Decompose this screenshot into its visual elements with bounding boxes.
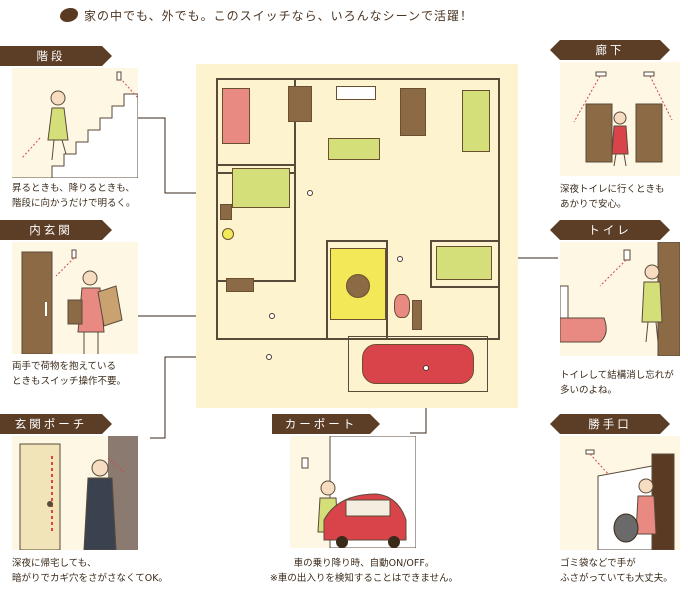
caption-entrance-line1: 両手で荷物を抱えている bbox=[12, 361, 117, 372]
tv bbox=[336, 86, 376, 100]
room-wall bbox=[216, 164, 296, 282]
toilet-cabinet bbox=[412, 300, 422, 330]
sensor-stairs bbox=[307, 190, 313, 196]
scene-stairs bbox=[12, 68, 138, 178]
caption-hallway-line2: あかりで安心。 bbox=[560, 199, 627, 210]
shoe-rack bbox=[226, 278, 254, 292]
sensor-toilet bbox=[397, 256, 403, 262]
tag-entrance: 内玄関 bbox=[0, 220, 112, 240]
caption-backdoor: ゴミ袋などで手が ふさがっていても大丈夫。 bbox=[560, 556, 673, 586]
bed bbox=[222, 88, 250, 144]
tag-backdoor: 勝手口 bbox=[550, 414, 670, 434]
caption-hallway: 深夜トイレに行くときも あかりで安心。 bbox=[560, 182, 665, 212]
sofa bbox=[328, 138, 380, 160]
sensor-entrance bbox=[269, 313, 275, 319]
scene-toilet bbox=[560, 242, 680, 356]
caption-porch: 深夜に帰宅しても、 暗がりでカギ穴をさがさなくてOK。 bbox=[12, 556, 168, 586]
caption-entrance: 両手で荷物を抱えている ときもスイッチ操作不要。 bbox=[12, 359, 126, 389]
scene-backdoor bbox=[560, 436, 680, 550]
car bbox=[362, 344, 474, 384]
backdoor-illustration bbox=[585, 449, 675, 550]
scene-carport bbox=[290, 436, 416, 548]
toilet bbox=[394, 294, 410, 318]
tag-porch: 玄関ポーチ bbox=[0, 414, 112, 434]
dining-wall bbox=[326, 240, 388, 340]
floor-plan bbox=[196, 64, 518, 408]
tag-stairs: 階段 bbox=[0, 46, 112, 66]
side-table bbox=[220, 204, 232, 220]
cabinet bbox=[288, 86, 312, 122]
kitchen-counter bbox=[462, 90, 490, 152]
lamp bbox=[222, 228, 234, 240]
tag-hallway: 廊下 bbox=[550, 40, 670, 60]
caption-carport-line2: ※車の出入りを検知することはできません。 bbox=[269, 573, 459, 584]
caption-carport-line1: 車の乗り降り時、自動ON/OFF。 bbox=[293, 558, 435, 569]
caption-entrance-line2: ときもスイッチ操作不要。 bbox=[12, 376, 127, 387]
entrance-illustration bbox=[21, 249, 123, 354]
desk bbox=[400, 88, 426, 136]
caption-porch-line1: 深夜に帰宅しても、 bbox=[12, 558, 97, 569]
caption-toilet-line2: 多いのよね。 bbox=[560, 385, 618, 396]
sensor-carport bbox=[423, 365, 429, 371]
caption-stairs-line2: 階段に向かうだけで明るく。 bbox=[12, 198, 136, 209]
bathtub bbox=[436, 246, 492, 280]
porch-illustration bbox=[19, 436, 138, 550]
scene-hallway bbox=[560, 62, 680, 176]
tag-carport: カーポート bbox=[272, 414, 380, 434]
dining-table bbox=[346, 274, 370, 298]
caption-toilet: トイレして結構消し忘れが 多いのよね。 bbox=[560, 368, 674, 398]
stairs-illustration bbox=[12, 71, 138, 178]
caption-stairs: 昇るときも、降りるときも、 階段に向かうだけで明るく。 bbox=[12, 181, 136, 211]
caption-carport: 車の乗り降り時、自動ON/OFF。 ※車の出入りを検知することはできません。 bbox=[258, 556, 470, 586]
green-bed bbox=[232, 168, 290, 208]
toilet-illustration bbox=[560, 242, 680, 356]
scene-entrance bbox=[12, 242, 138, 354]
caption-stairs-line1: 昇るときも、降りるときも、 bbox=[12, 183, 135, 194]
caption-porch-line2: 暗がりでカギ穴をさがさなくてOK。 bbox=[12, 573, 168, 584]
page-title: 家の中でも、外でも。このスイッチなら、いろんなシーンで活躍！ bbox=[84, 8, 474, 23]
carport-area bbox=[348, 336, 488, 392]
sensor-porch bbox=[266, 354, 272, 360]
carport-illustration bbox=[301, 436, 416, 548]
hallway-illustration bbox=[573, 71, 673, 167]
leaf-icon bbox=[60, 8, 78, 22]
caption-toilet-line1: トイレして結構消し忘れが bbox=[560, 370, 674, 381]
page-header: 家の中でも、外でも。このスイッチなら、いろんなシーンで活躍！ bbox=[60, 4, 473, 26]
toilet-wall bbox=[430, 240, 500, 288]
tag-toilet: トイレ bbox=[550, 220, 670, 240]
caption-hallway-line1: 深夜トイレに行くときも bbox=[560, 184, 665, 195]
caption-backdoor-line1: ゴミ袋などで手が bbox=[560, 558, 636, 569]
scene-porch bbox=[12, 436, 138, 550]
caption-backdoor-line2: ふさがっていても大丈夫。 bbox=[560, 573, 673, 584]
